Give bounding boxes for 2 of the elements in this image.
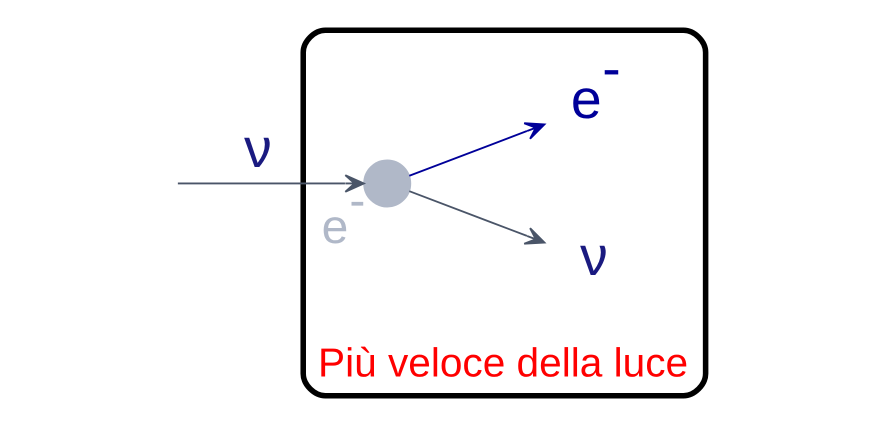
node-text: ν [580, 224, 608, 287]
edge-label: ν [244, 116, 272, 179]
